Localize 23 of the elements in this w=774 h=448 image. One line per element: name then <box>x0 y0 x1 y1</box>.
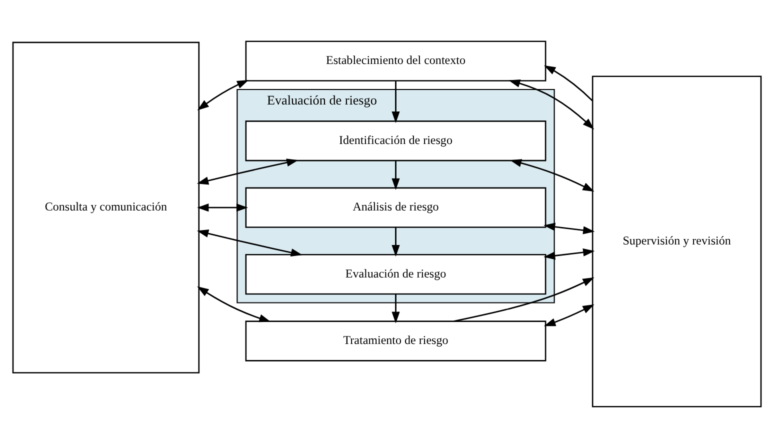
arrow <box>510 159 594 192</box>
arrow <box>196 158 298 185</box>
arrow <box>392 160 400 190</box>
node-box: Consulta y comunicación <box>12 42 200 374</box>
arrow <box>544 304 594 326</box>
node-box: Tratamiento de riesgo <box>245 320 546 362</box>
arrow <box>197 286 271 322</box>
arrow <box>544 65 594 102</box>
arrow <box>544 248 595 260</box>
arrow <box>392 81 400 124</box>
arrow <box>197 204 248 212</box>
arrow <box>196 230 303 257</box>
arrow <box>392 227 400 257</box>
node-box: Establecimiento del contexto <box>245 40 546 82</box>
node-box: Identificación de riesgo <box>245 120 546 162</box>
arrow <box>544 222 595 234</box>
node-box: Análisis de riesgo <box>245 187 546 228</box>
arrow <box>454 277 594 322</box>
node-box: Evaluación de riesgo <box>245 254 546 295</box>
arrow <box>197 80 249 110</box>
node-box: Supervisión y revisión <box>592 76 762 408</box>
arrow <box>508 79 594 130</box>
arrow <box>392 294 400 324</box>
